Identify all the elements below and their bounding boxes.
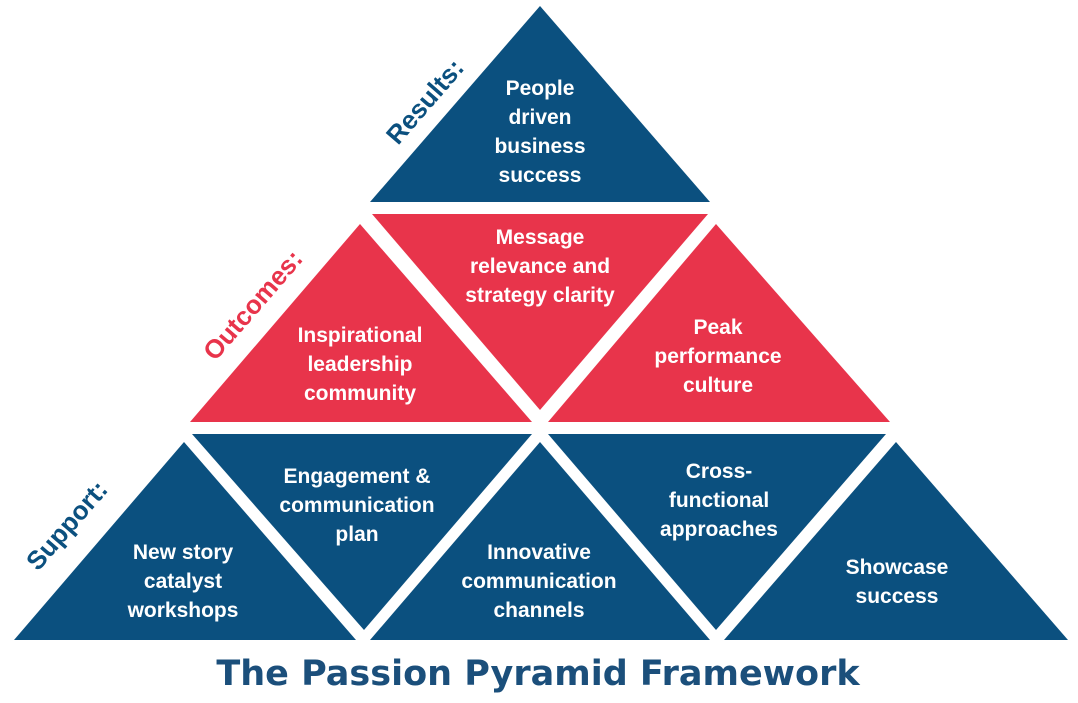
triangle-people-driven (370, 6, 710, 202)
text-line: Cross- (686, 460, 753, 483)
text-line: business (494, 135, 585, 158)
text-line: catalyst (144, 570, 222, 593)
text-line: success (499, 164, 582, 187)
text-message-relevance: Message relevance and strategy clarity (465, 226, 615, 307)
text-showcase: Showcase success (846, 556, 949, 608)
text-line: plan (335, 523, 378, 546)
text-line: Inspirational (298, 324, 423, 347)
triangle-new-story (14, 442, 356, 640)
text-innovative-channels: Innovative communication channels (461, 541, 616, 622)
text-line: strategy clarity (465, 284, 615, 307)
text-line: approaches (660, 518, 778, 541)
text-line: channels (493, 599, 584, 622)
text-line: driven (508, 106, 571, 129)
triangle-engagement-plan (192, 434, 532, 630)
text-line: relevance and (470, 255, 610, 278)
diagram-title: The Passion Pyramid Framework (216, 654, 860, 694)
triangle-innovative-channels (370, 442, 710, 640)
text-line: New story (133, 541, 234, 564)
text-line: community (304, 382, 416, 405)
triangle-inspirational-leadership (190, 224, 532, 422)
triangle-peak-performance (548, 224, 890, 422)
text-line: culture (683, 374, 753, 397)
text-line: Message (496, 226, 585, 249)
text-peak-performance: Peak performance culture (654, 316, 781, 397)
text-line: communication (461, 570, 616, 593)
text-inspirational-leadership: Inspirational leadership community (298, 324, 423, 405)
text-cross-functional: Cross-functional approaches (660, 460, 778, 541)
text-line: Showcase (846, 556, 949, 579)
text-line: leadership (307, 353, 412, 376)
text-line: Innovative (487, 541, 591, 564)
text-line: workshops (127, 599, 239, 622)
triangle-message-relevance (372, 214, 708, 410)
text-line: People (506, 77, 575, 100)
text-line: performance (654, 345, 781, 368)
text-line: success (856, 585, 939, 608)
text-new-story: New story catalyst workshops (127, 541, 239, 622)
triangle-showcase (724, 442, 1068, 640)
text-engagement-plan: Engagement & communication plan (279, 465, 434, 546)
text-line: functional (669, 489, 769, 512)
text-line: Engagement & (283, 465, 430, 488)
text-line: Peak (693, 316, 742, 339)
text-people-driven: People driven business success (494, 77, 585, 187)
text-line: communication (279, 494, 434, 517)
triangle-cross-functional (548, 434, 886, 630)
